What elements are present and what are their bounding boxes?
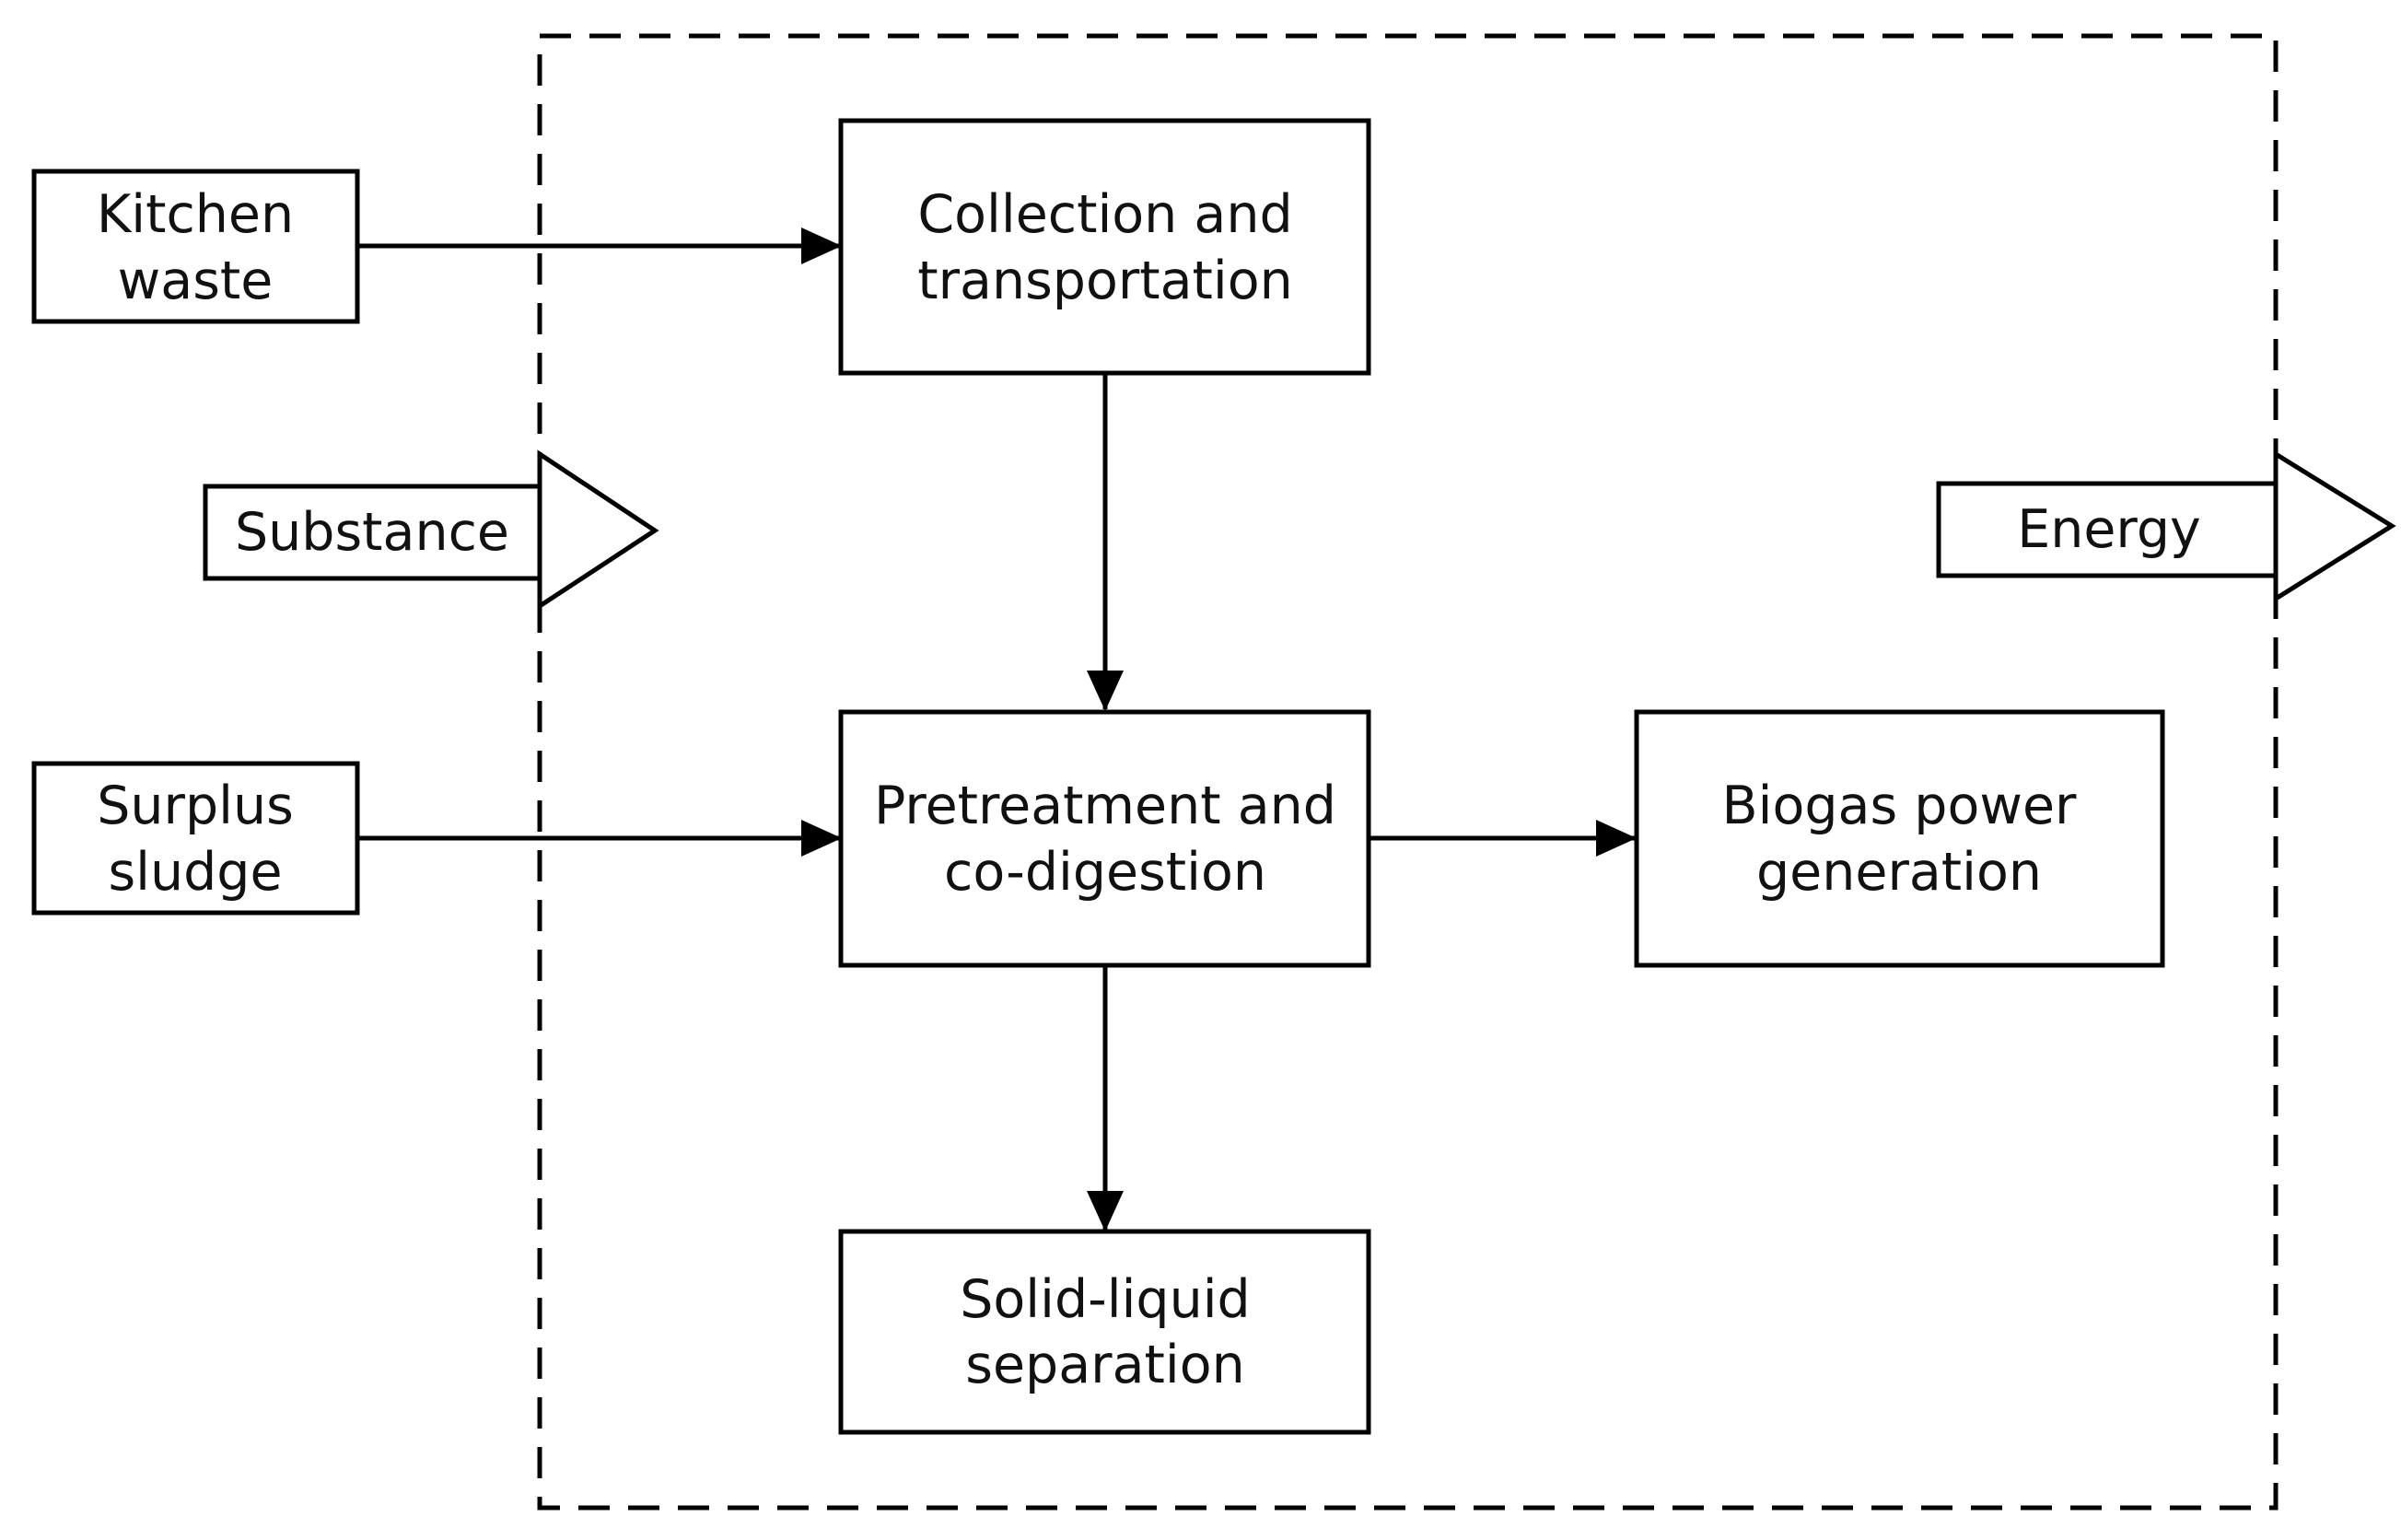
node-collection-line2: transportation [917,251,1293,311]
node-collection-line1: Collection and [917,184,1292,245]
energy-arrow: Energy [1936,449,2396,603]
node-collection-transportation: Collection and transportation [838,118,1371,376]
energy-arrow-head [2273,449,2396,603]
node-biogas-line2: generation [1756,842,2042,903]
node-surplus-sludge: Surplus sludge [31,761,360,916]
node-kitchen-waste-line1: Kitchen [97,184,294,245]
node-surplus-sludge-line1: Surplus [97,776,294,836]
node-biogas-line1: Biogas power [1722,776,2077,836]
node-biogas-power-generation: Biogas power generation [1634,709,2165,968]
node-separation-line1: Solid-liquid [960,1269,1250,1330]
node-kitchen-waste: Kitchen waste [31,169,360,324]
substance-arrow-label: Substance [235,502,509,563]
node-pretreatment-line1: Pretreatment and [874,776,1336,836]
substance-arrow-head [537,449,659,611]
node-surplus-sludge-line2: sludge [108,842,282,903]
node-kitchen-waste-line2: waste [118,251,274,311]
system-boundary [537,33,2279,1511]
substance-arrow: Substance [203,449,659,611]
energy-arrow-label: Energy [2017,499,2201,560]
node-separation-line2: separation [965,1335,1244,1395]
node-pretreatment-line2: co-digestion [944,842,1266,903]
node-solid-liquid-separation: Solid-liquid separation [838,1229,1371,1435]
node-pretreatment-codigestion: Pretreatment and co-digestion [838,709,1371,968]
